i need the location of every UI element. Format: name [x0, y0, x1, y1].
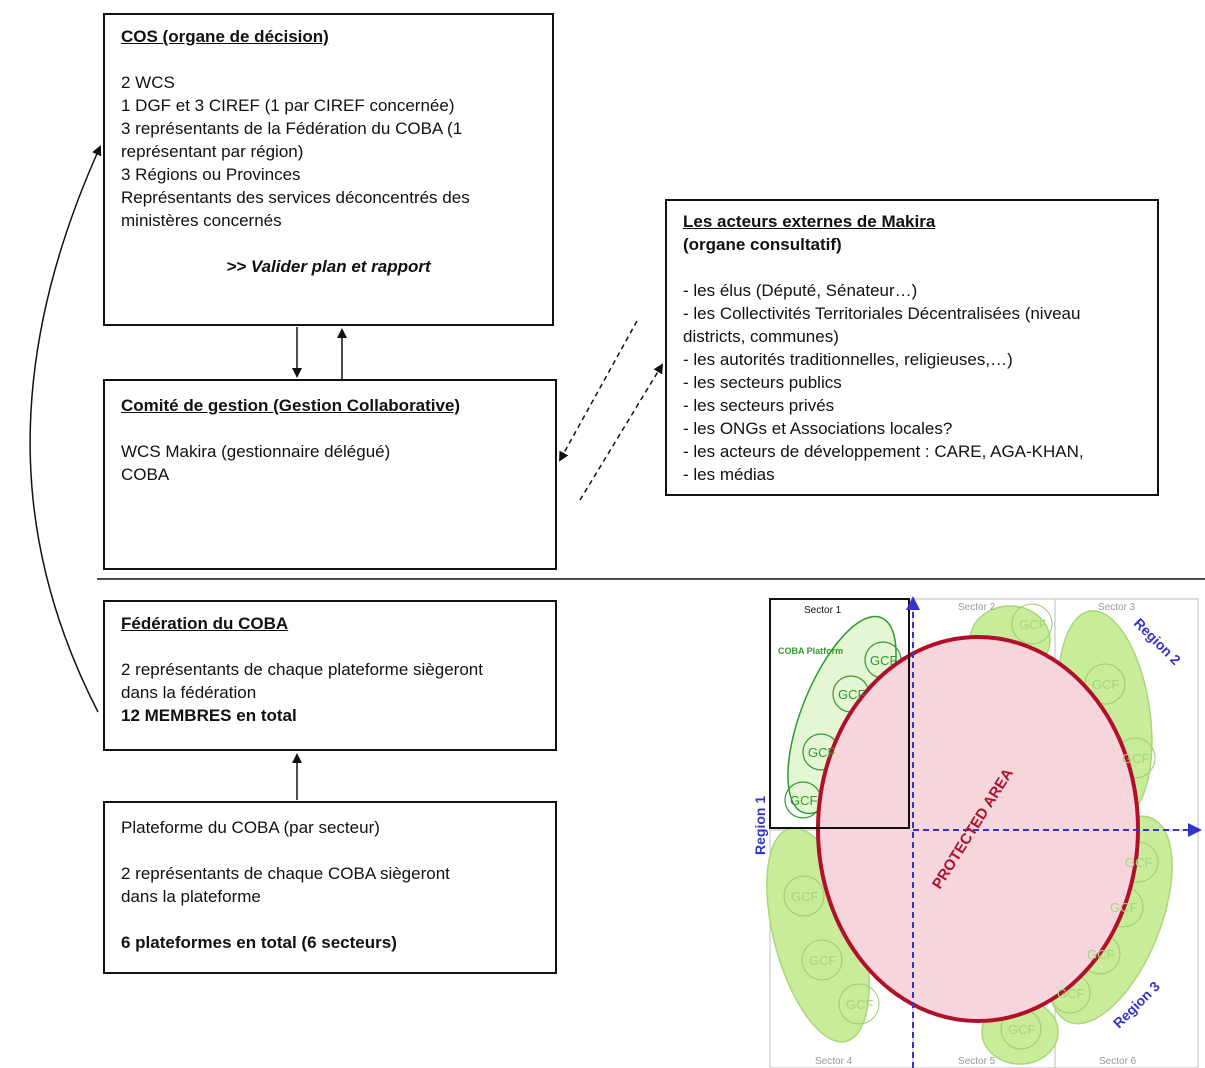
cos-line: 3 représentants de la Fédération du COBA… [121, 119, 463, 138]
gcf-label: GCF [1125, 855, 1153, 870]
sector-label: Sector 2 [958, 602, 996, 613]
cos-title: COS (organe de décision) [121, 27, 329, 46]
cos-line: Représentants des services déconcentrés … [121, 188, 470, 207]
comite-box: Comité de gestion (Gestion Collaborative… [103, 379, 557, 570]
arrow-comite-to-acteurs [579, 363, 664, 501]
comite-title: Comité de gestion (Gestion Collaborative… [121, 396, 461, 415]
cos-action: >> Valider plan et rapport [226, 257, 431, 276]
sector-grid [769, 598, 1199, 1068]
sector-label: Sector 4 [815, 1056, 853, 1067]
axis-arrowhead-up [906, 596, 920, 610]
light-gcf-labels: GCF GCF GCF GCF GCF GCF GCF GCF GCF GCF … [791, 617, 1153, 1037]
gcf-label: GCF [1019, 617, 1047, 632]
coba-platform-ellipse [787, 615, 897, 815]
arrow-federation-to-cos [29, 145, 102, 713]
dark-gcf-labels: GCF GCF GCF GCF [790, 653, 898, 808]
gcf-label: GCF [1008, 1022, 1036, 1037]
federation-total-bold: 12 MEMBRES [121, 706, 232, 725]
sector-label: Sector 5 [958, 1056, 996, 1067]
plateforme-total: 6 plateformes en total (6 secteurs) [121, 933, 397, 952]
plateforme-line: 2 représentants de chaque COBA siègeront [121, 864, 450, 883]
acteurs-box: Les acteurs externes de Makira (organe c… [665, 199, 1159, 496]
cos-line: 3 Régions ou Provinces [121, 165, 301, 184]
acteurs-line: - les élus (Député, Sénateur…) [683, 281, 918, 300]
gcf-label: GCF [1122, 751, 1150, 766]
sector-label: Sector 3 [1098, 602, 1136, 613]
gcf-label: GCF [1110, 900, 1138, 915]
acteurs-title: Les acteurs externes de Makira [683, 212, 936, 231]
acteurs-line: - les secteurs publics [683, 373, 842, 392]
gcf-label: GCF [790, 793, 818, 808]
federation-line: 2 représentants de chaque plateforme siè… [121, 660, 483, 679]
plateforme-line: Plateforme du COBA (par secteur) [121, 818, 380, 837]
region-label: Region 2 [1131, 615, 1184, 668]
acteurs-line: districts, communes) [683, 327, 839, 346]
sector-label: Sector 6 [1099, 1056, 1137, 1067]
acteurs-line: - les ONGs et Associations locales? [683, 419, 953, 438]
acteurs-line: - les autorités traditionnelles, religie… [683, 350, 1013, 369]
platform-ellipses [766, 605, 1173, 1065]
axis-arrowhead-right [1188, 823, 1202, 837]
region-label: Region 3 [1110, 978, 1163, 1031]
cos-line: ministères concernés [121, 211, 282, 230]
acteurs-line: - les Collectivités Territoriales Décent… [683, 304, 1081, 323]
comite-line: WCS Makira (gestionnaire délégué) [121, 442, 391, 461]
gcf-label: GCF [791, 889, 819, 904]
gcf-label: GCF [1092, 677, 1120, 692]
sector-1-box [769, 598, 910, 829]
sector-label: Sector 1 [804, 605, 842, 616]
protected-area [816, 635, 1140, 1023]
arrow-acteurs-to-comite [559, 320, 638, 462]
gcf-label: GCF [1057, 986, 1085, 1001]
cos-line: représentant par région) [121, 142, 304, 161]
protected-area-label: PROTECTED AREA [929, 765, 1017, 892]
light-gcf-circles [783, 603, 1159, 1050]
gcf-label: GCF [1087, 947, 1115, 962]
acteurs-line: - les médias [683, 465, 775, 484]
plateforme-line: dans la plateforme [121, 887, 261, 906]
federation-box: Fédération du COBA 2 représentants de ch… [103, 600, 557, 751]
federation-total-rest: en total [231, 706, 297, 725]
region-label: Region 1 [752, 796, 768, 855]
gcf-label: GCF [870, 653, 898, 668]
cos-line: 1 DGF et 3 CIREF (1 par CIREF concernée) [121, 96, 455, 115]
plateforme-box: Plateforme du COBA (par secteur) 2 repré… [103, 801, 557, 974]
gcf-label: GCF [846, 997, 874, 1012]
gcf-label: GCF [809, 953, 837, 968]
federation-title: Fédération du COBA [121, 614, 289, 633]
gcf-label: GCF [838, 687, 866, 702]
acteurs-line: - les acteurs de développement : CARE, A… [683, 442, 1084, 461]
acteurs-subtitle: (organe consultatif) [683, 235, 842, 254]
gcf-label: GCF [808, 745, 836, 760]
federation-total: 12 MEMBRES en total [121, 704, 539, 727]
cos-line: 2 WCS [121, 73, 175, 92]
federation-line: dans la fédération [121, 683, 257, 702]
coba-platform-label: COBA Platform [778, 646, 843, 656]
cos-box: COS (organe de décision) 2 WCS 1 DGF et … [103, 13, 554, 326]
comite-line: COBA [121, 465, 170, 484]
dark-gcf-circles [784, 641, 902, 819]
acteurs-line: - les secteurs privés [683, 396, 835, 415]
